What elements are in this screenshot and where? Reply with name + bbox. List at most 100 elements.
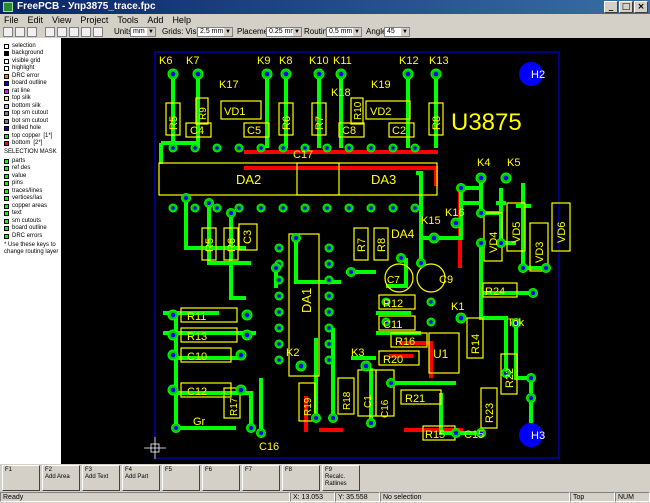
- function-key-f6[interactable]: F6: [202, 465, 240, 491]
- layer-color-swatch[interactable]: [4, 103, 9, 109]
- drill-hole: [170, 352, 176, 358]
- layer-row[interactable]: selection: [4, 42, 36, 50]
- drill-hole: [429, 300, 433, 304]
- silk-outline: [390, 332, 428, 348]
- layer-row[interactable]: drilled hole: [4, 125, 41, 133]
- layer-color-swatch[interactable]: [4, 88, 9, 94]
- layer-color-swatch[interactable]: [4, 126, 9, 131]
- layer-color-swatch[interactable]: [4, 118, 9, 124]
- menu-view[interactable]: View: [52, 15, 72, 25]
- layer-color-swatch[interactable]: [4, 111, 9, 116]
- layer-row[interactable]: DRC error: [4, 72, 39, 80]
- mask-checkbox[interactable]: [4, 188, 9, 194]
- function-key-f7[interactable]: F7: [242, 465, 280, 491]
- mask-checkbox[interactable]: [4, 211, 9, 216]
- mask-row[interactable]: traces/lines: [4, 187, 42, 195]
- layer-color-swatch[interactable]: [4, 141, 9, 146]
- silk-outline: [223, 227, 239, 261]
- layer-color-swatch[interactable]: [4, 43, 9, 49]
- layer-row[interactable]: top copper[1*]: [4, 132, 52, 140]
- angle-select[interactable]: 45▼: [384, 27, 410, 37]
- drill-hole: [433, 71, 439, 77]
- mask-row[interactable]: value: [4, 172, 26, 180]
- layer-color-swatch[interactable]: [4, 58, 9, 64]
- layer-color-swatch[interactable]: [4, 96, 9, 101]
- mask-row[interactable]: sm cutouts: [4, 217, 41, 225]
- copy-icon[interactable]: [57, 27, 67, 37]
- print-icon[interactable]: [81, 27, 91, 37]
- silk-outline: [375, 369, 395, 417]
- new-file-icon[interactable]: [3, 27, 13, 37]
- layer-row[interactable]: top silk: [4, 95, 31, 103]
- component-label: VD5: [511, 222, 523, 243]
- mask-row[interactable]: text: [4, 210, 22, 218]
- mask-checkbox[interactable]: [4, 158, 9, 164]
- menu-add[interactable]: Add: [147, 15, 164, 25]
- mask-row[interactable]: parts: [4, 157, 25, 165]
- mask-row[interactable]: copper areas: [4, 202, 47, 210]
- layer-key-note: * Use these keys to change routing layer: [4, 242, 59, 255]
- maximize-button[interactable]: □: [619, 1, 633, 13]
- mask-checkbox[interactable]: [4, 226, 9, 231]
- layer-row[interactable]: bot sm cutout: [4, 117, 48, 125]
- layer-row[interactable]: bottom silk: [4, 102, 41, 110]
- silk-outline: [551, 202, 571, 252]
- menu-project[interactable]: Project: [80, 15, 109, 25]
- mask-checkbox[interactable]: [4, 181, 9, 186]
- layer-row[interactable]: rat line: [4, 87, 30, 95]
- function-key-f5[interactable]: F5: [162, 465, 200, 491]
- mask-checkbox[interactable]: [4, 218, 9, 224]
- mask-row[interactable]: vertices/Ias: [4, 195, 42, 203]
- drill-hole: [259, 146, 263, 150]
- paste-icon[interactable]: [69, 27, 79, 37]
- function-key-label: Add Text: [85, 474, 109, 480]
- undo-icon[interactable]: [93, 27, 103, 37]
- function-key-f1[interactable]: F1: [2, 465, 40, 491]
- minimize-button[interactable]: _: [604, 1, 618, 13]
- layer-row[interactable]: visible grid: [4, 57, 40, 65]
- menu-edit[interactable]: Edit: [27, 15, 44, 25]
- menu-file[interactable]: File: [4, 15, 19, 25]
- save-file-icon[interactable]: [27, 27, 37, 37]
- layer-color-swatch[interactable]: [4, 66, 9, 71]
- open-file-icon[interactable]: [15, 27, 25, 37]
- drill-hole: [384, 300, 388, 304]
- routing-select[interactable]: 0.5 mm▼: [326, 27, 362, 37]
- placement-select[interactable]: 0.25 mm▼: [266, 27, 302, 37]
- mask-checkbox[interactable]: [4, 166, 9, 171]
- layer-row[interactable]: highlight: [4, 65, 34, 73]
- cut-icon[interactable]: [45, 27, 55, 37]
- function-key-f8[interactable]: F8: [282, 465, 320, 491]
- layer-color-swatch[interactable]: [4, 81, 9, 86]
- layer-row[interactable]: board outline: [4, 80, 47, 88]
- drill-hole: [264, 71, 270, 77]
- menu-tools[interactable]: Tools: [117, 15, 139, 25]
- menu-help[interactable]: Help: [172, 15, 191, 25]
- mask-row[interactable]: pins: [4, 180, 23, 188]
- mask-row[interactable]: board outline: [4, 225, 47, 233]
- top-trace: [184, 198, 251, 300]
- close-button[interactable]: ×: [634, 1, 648, 13]
- layer-row[interactable]: top sm cutout: [4, 110, 48, 118]
- mask-checkbox[interactable]: [4, 173, 9, 179]
- layer-row[interactable]: bottom[2*]: [4, 140, 42, 148]
- grids-select[interactable]: 2.5 mm▼: [197, 27, 233, 37]
- layer-color-swatch[interactable]: [4, 133, 9, 139]
- layer-color-swatch[interactable]: [4, 51, 9, 56]
- mask-checkbox[interactable]: [4, 233, 9, 239]
- units-select[interactable]: mm▼: [130, 27, 156, 37]
- mask-checkbox[interactable]: [4, 196, 9, 201]
- layer-row[interactable]: background: [4, 50, 43, 58]
- mask-row[interactable]: ref des: [4, 165, 30, 173]
- layer-label: background: [12, 50, 44, 56]
- status-ready: Ready: [0, 492, 290, 502]
- mask-checkbox[interactable]: [4, 203, 9, 209]
- mask-row[interactable]: DRC errors: [4, 232, 42, 240]
- layer-color-swatch[interactable]: [4, 73, 9, 79]
